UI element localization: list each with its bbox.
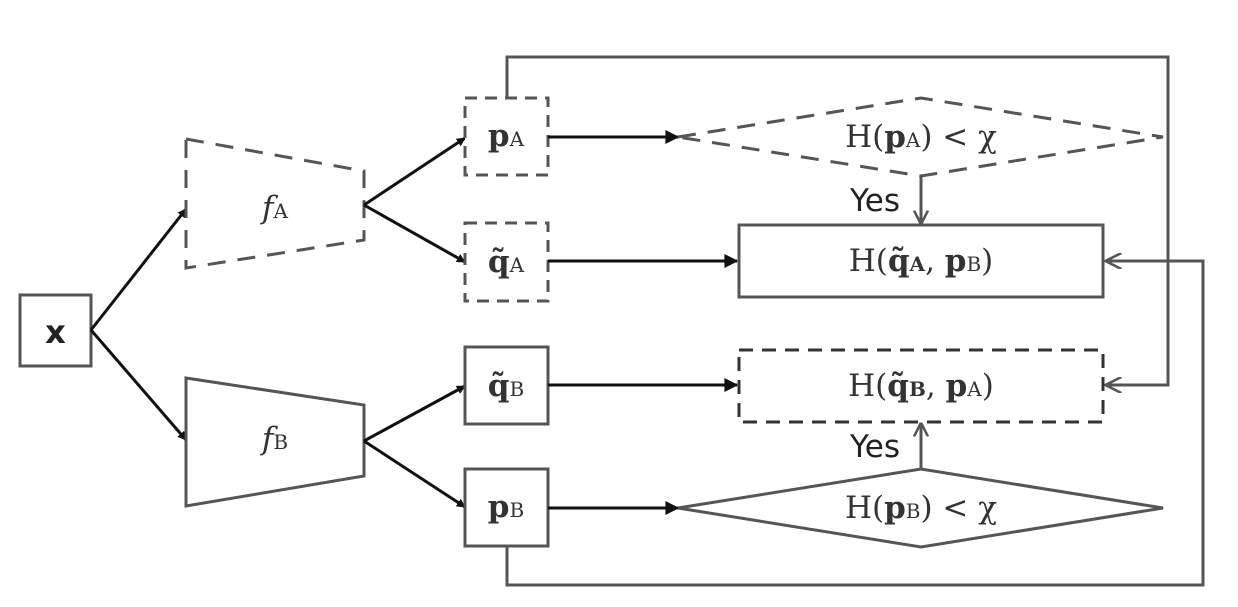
loss-a-box — [737, 223, 1105, 299]
input-node: x — [18, 293, 93, 368]
output-q-b: q̃B — [463, 345, 550, 426]
loss-a-pre: H( — [849, 243, 888, 279]
loss-a: H(q̃A, pB) — [737, 223, 1105, 299]
decision-b-label: H(pB) < χ — [845, 490, 997, 526]
output-p-b-box — [463, 467, 550, 548]
decision-b-diamond — [677, 467, 1164, 549]
output-p-b: pB — [463, 467, 550, 548]
output-p-a-symbol: p — [488, 118, 510, 154]
loop-line-pa-to-loss-b — [505, 55, 1170, 385]
loss-a-sub2: B — [966, 252, 981, 276]
decision-a-pre: H( — [845, 119, 884, 155]
yes-label-b: Yes — [849, 429, 900, 465]
loss-a-label: H(q̃A, pB) — [849, 243, 994, 279]
decision-b: H(pB) < χ — [677, 467, 1164, 549]
output-p-b-sub: B — [509, 498, 524, 522]
decision-a-sub: A — [905, 128, 921, 152]
loss-b-sub1: B — [909, 377, 926, 401]
output-q-b-label: q̃B — [488, 368, 524, 404]
decision-a-label: H(pA) < χ — [845, 119, 997, 155]
loss-a-mid: , — [925, 243, 945, 279]
loss-b-pre: H( — [848, 368, 887, 404]
decision-a-post: ) < χ — [920, 119, 997, 155]
decision-b-pre: H( — [845, 490, 884, 526]
loop-line-pb-to-loss-a — [505, 261, 1205, 587]
arrow-fa-to-qa — [363, 203, 466, 264]
network-b: fB — [184, 376, 366, 508]
loss-b-sym1: q̃ — [887, 368, 909, 404]
decision-a-symbol: p — [884, 119, 906, 155]
output-p-b-label: pB — [488, 489, 524, 525]
output-p-a-sub: A — [509, 127, 525, 151]
input-label: x — [45, 313, 66, 351]
arrow-fa-to-pa — [363, 136, 466, 207]
loss-b: H(q̃B, pA) — [737, 348, 1105, 424]
loss-b-sub2: A — [966, 377, 982, 401]
network-b-shape — [184, 376, 366, 508]
loss-a-sym2: p — [945, 243, 967, 279]
output-p-a-box — [463, 96, 550, 177]
loss-b-mid: , — [926, 368, 946, 404]
network-a-label: fA — [260, 190, 288, 226]
arrow-x-to-fa — [89, 208, 188, 331]
loss-b-sym2: p — [946, 368, 968, 404]
network-a: fA — [184, 137, 366, 270]
decision-b-post: ) < χ — [920, 490, 997, 526]
loss-a-post: ) — [981, 243, 993, 279]
output-q-b-sub: B — [509, 377, 524, 401]
output-q-a: q̃A — [463, 221, 550, 303]
decision-a: H(pA) < χ — [677, 96, 1164, 178]
loss-b-post: ) — [982, 368, 994, 404]
loss-b-label: H(q̃B, pA) — [848, 368, 994, 404]
arrow-x-to-fb — [89, 329, 188, 441]
arrow-fb-to-pb — [363, 439, 466, 509]
network-a-sub: A — [273, 199, 289, 223]
network-b-label: fB — [260, 421, 288, 457]
output-q-b-box — [463, 345, 550, 426]
output-q-a-sub: A — [509, 253, 525, 277]
loss-a-sub1: A — [909, 252, 926, 276]
loss-b-box — [737, 348, 1105, 424]
output-q-a-label: q̃A — [488, 244, 525, 280]
output-p-a-label: pA — [488, 118, 525, 154]
output-p-b-symbol: p — [488, 489, 510, 525]
output-q-a-box — [463, 221, 550, 303]
loss-a-sym1: q̃ — [888, 243, 910, 279]
network-b-sub: B — [273, 430, 288, 454]
arrow-fb-to-qb — [363, 384, 466, 443]
decision-b-sub: B — [906, 499, 921, 523]
network-a-shape — [184, 137, 366, 270]
output-p-a: pA — [463, 96, 550, 177]
output-q-b-symbol: q̃ — [488, 368, 510, 404]
decision-b-symbol: p — [884, 490, 906, 526]
yes-label-a: Yes — [849, 183, 900, 219]
output-q-a-symbol: q̃ — [488, 244, 510, 280]
decision-a-diamond — [677, 96, 1164, 178]
